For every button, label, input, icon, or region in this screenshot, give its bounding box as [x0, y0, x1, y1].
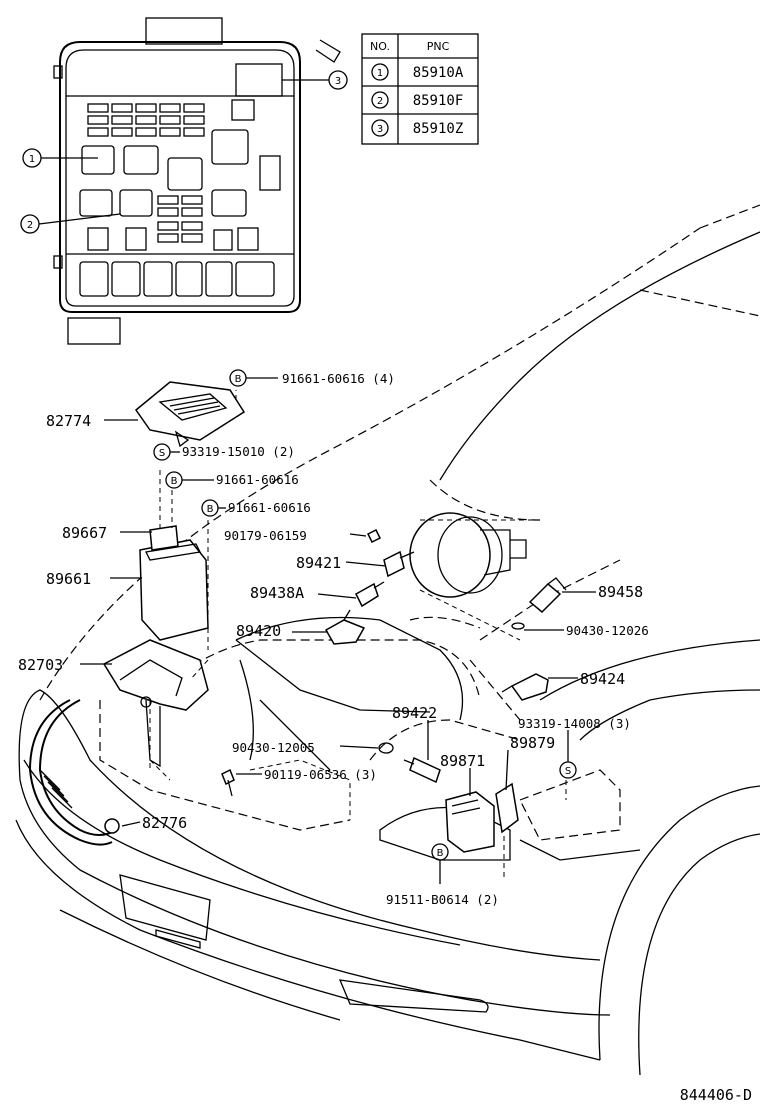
table-header-no: NO. — [370, 40, 390, 53]
marker-s-text: S — [565, 766, 571, 777]
table-header-pnc: PNC — [427, 40, 450, 53]
label-89422: 89422 — [392, 704, 437, 722]
label-89871: 89871 — [440, 752, 485, 770]
callout-1-text: 1 — [29, 154, 35, 165]
marker-b-text: B — [437, 848, 444, 859]
table-row-pnc: 85910F — [413, 93, 464, 109]
label-82703: 82703 — [18, 656, 63, 674]
marker-s-text: S — [159, 448, 165, 459]
pnc-table: NO. PNC 1 85910A 2 85910F 3 85910Z — [361, 33, 479, 145]
part-89438A-switch — [355, 581, 385, 608]
label-90430-12005: 90430-12005 — [232, 740, 315, 755]
callout-3: 3 — [282, 70, 348, 90]
label-89424: 89424 — [580, 670, 625, 688]
label-82774: 82774 — [46, 412, 91, 430]
part-89424-sensor — [501, 673, 549, 701]
label-89458: 89458 — [598, 583, 643, 601]
marker-s-2: S — [559, 730, 577, 779]
label-91661-60616-4: 91661-60616 (4) — [282, 371, 395, 386]
part-89458-sensor — [528, 577, 567, 614]
part-89422-sensor — [403, 756, 441, 784]
label-90430-12026: 90430-12026 — [566, 623, 649, 638]
brake-booster-illustration — [409, 512, 540, 641]
label-91661-60616-b: 91661-60616 — [228, 500, 311, 515]
leader-lines — [80, 419, 596, 827]
part-90430-12005-gasket — [378, 742, 394, 754]
label-93319-14008-3: 93319-14008 (3) — [518, 716, 631, 731]
label-89661: 89661 — [46, 570, 91, 588]
marker-b-4: B — [431, 843, 449, 884]
label-89420: 89420 — [236, 622, 281, 640]
part-89420-sensor — [324, 609, 366, 645]
table-row-no: 1 — [377, 68, 383, 79]
callout-2-text: 2 — [27, 220, 33, 231]
marker-b-text: B — [235, 374, 242, 385]
callout-3-text: 3 — [335, 76, 341, 87]
part-90430-12026-gasket — [511, 622, 525, 630]
part-90179-nut — [366, 528, 382, 544]
relay-block-illustration — [53, 17, 341, 345]
part-89421-sensor — [383, 550, 415, 578]
callout-1: 1 — [22, 148, 98, 168]
label-91511-b0614-2: 91511-B0614 (2) — [386, 892, 499, 907]
part-89871-module — [445, 791, 495, 853]
marker-b-2: B — [165, 471, 214, 489]
callout-2: 2 — [20, 213, 121, 234]
part-89661-ecu — [139, 525, 209, 641]
marker-s-1: S — [153, 443, 180, 461]
diagram-code: 844406-D — [680, 1086, 752, 1104]
table-row-no: 3 — [377, 124, 383, 135]
marker-b-top: B — [229, 369, 278, 387]
label-90119-06536-3: 90119-06536 (3) — [264, 767, 377, 782]
label-93319-15010-2: 93319-15010 (2) — [182, 444, 295, 459]
label-89667: 89667 — [62, 524, 107, 542]
table-row-pnc: 85910Z — [413, 121, 464, 137]
label-90179-06159: 90179-06159 — [224, 528, 307, 543]
part-82703-bracket — [102, 639, 209, 768]
table-row-pnc: 85910A — [413, 65, 464, 81]
marker-b-3: B — [201, 499, 226, 517]
label-89879: 89879 — [510, 734, 555, 752]
label-89438A: 89438A — [250, 584, 304, 602]
part-82774-cover — [134, 381, 246, 448]
marker-b-text: B — [171, 476, 178, 487]
table-row-no: 2 — [377, 96, 383, 107]
marker-b-text: B — [207, 504, 214, 515]
label-82776: 82776 — [142, 814, 187, 832]
label-89421: 89421 — [296, 554, 341, 572]
part-90119-bolt — [221, 768, 235, 797]
label-91661-60616-a: 91661-60616 — [216, 472, 299, 487]
vehicle-body-illustration — [15, 204, 760, 1076]
